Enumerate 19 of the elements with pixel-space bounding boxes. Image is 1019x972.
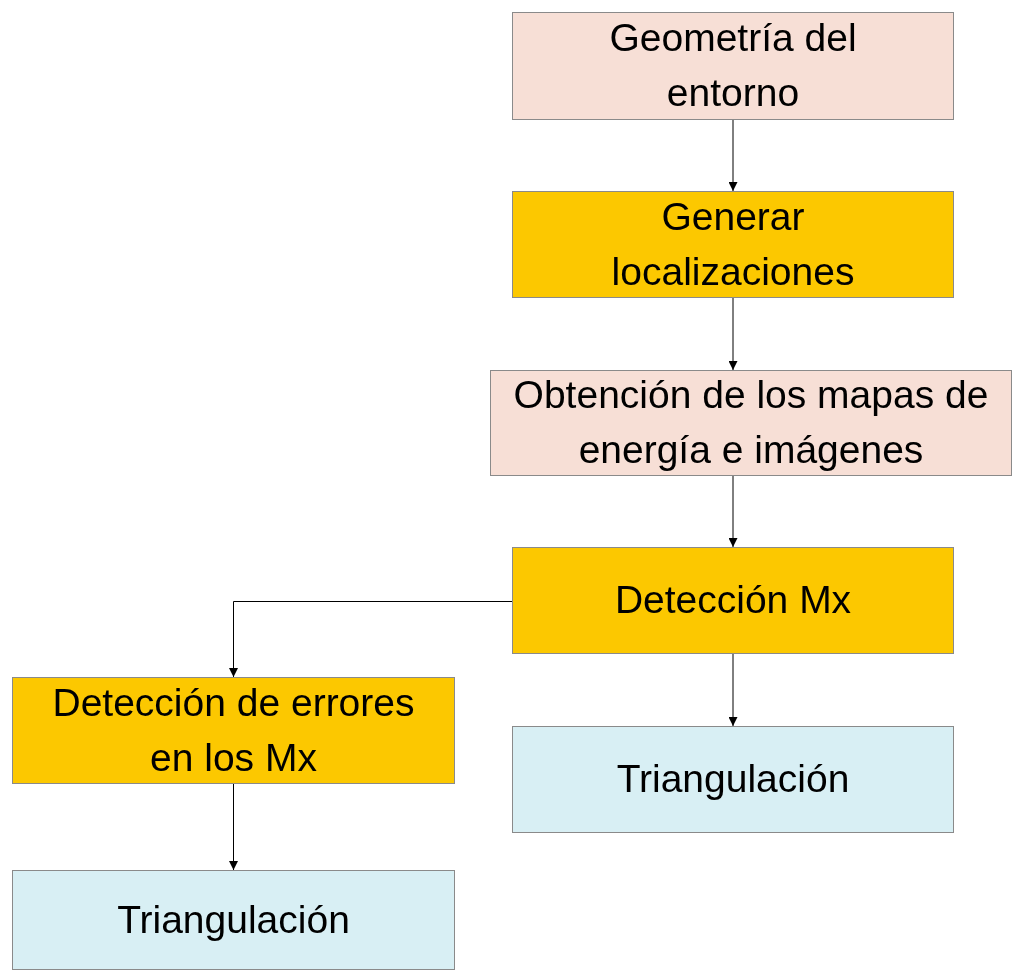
box-label: Triangulación <box>117 896 350 943</box>
process-box <box>512 726 954 833</box>
arrow <box>728 653 738 727</box>
arrow <box>728 297 738 371</box>
box-label: Detección Mx <box>614 577 852 624</box>
box-label: Triangulación <box>616 756 850 803</box>
arrow <box>728 475 738 548</box>
arrow <box>229 601 513 678</box>
arrow <box>229 783 238 871</box>
process-box <box>12 677 455 784</box>
process-box <box>12 870 455 970</box>
process-box <box>512 12 954 120</box>
arrow <box>728 119 738 192</box>
process-box <box>512 191 954 298</box>
process-box <box>512 547 954 654</box>
box-label: Detección de errores en los Mx <box>51 679 416 781</box>
box-label: Obtención de los mapas de energía e imágenes <box>512 372 990 473</box>
box-label: Geometría del entorno <box>608 15 858 116</box>
box-label: Generar localizaciones <box>610 193 856 295</box>
